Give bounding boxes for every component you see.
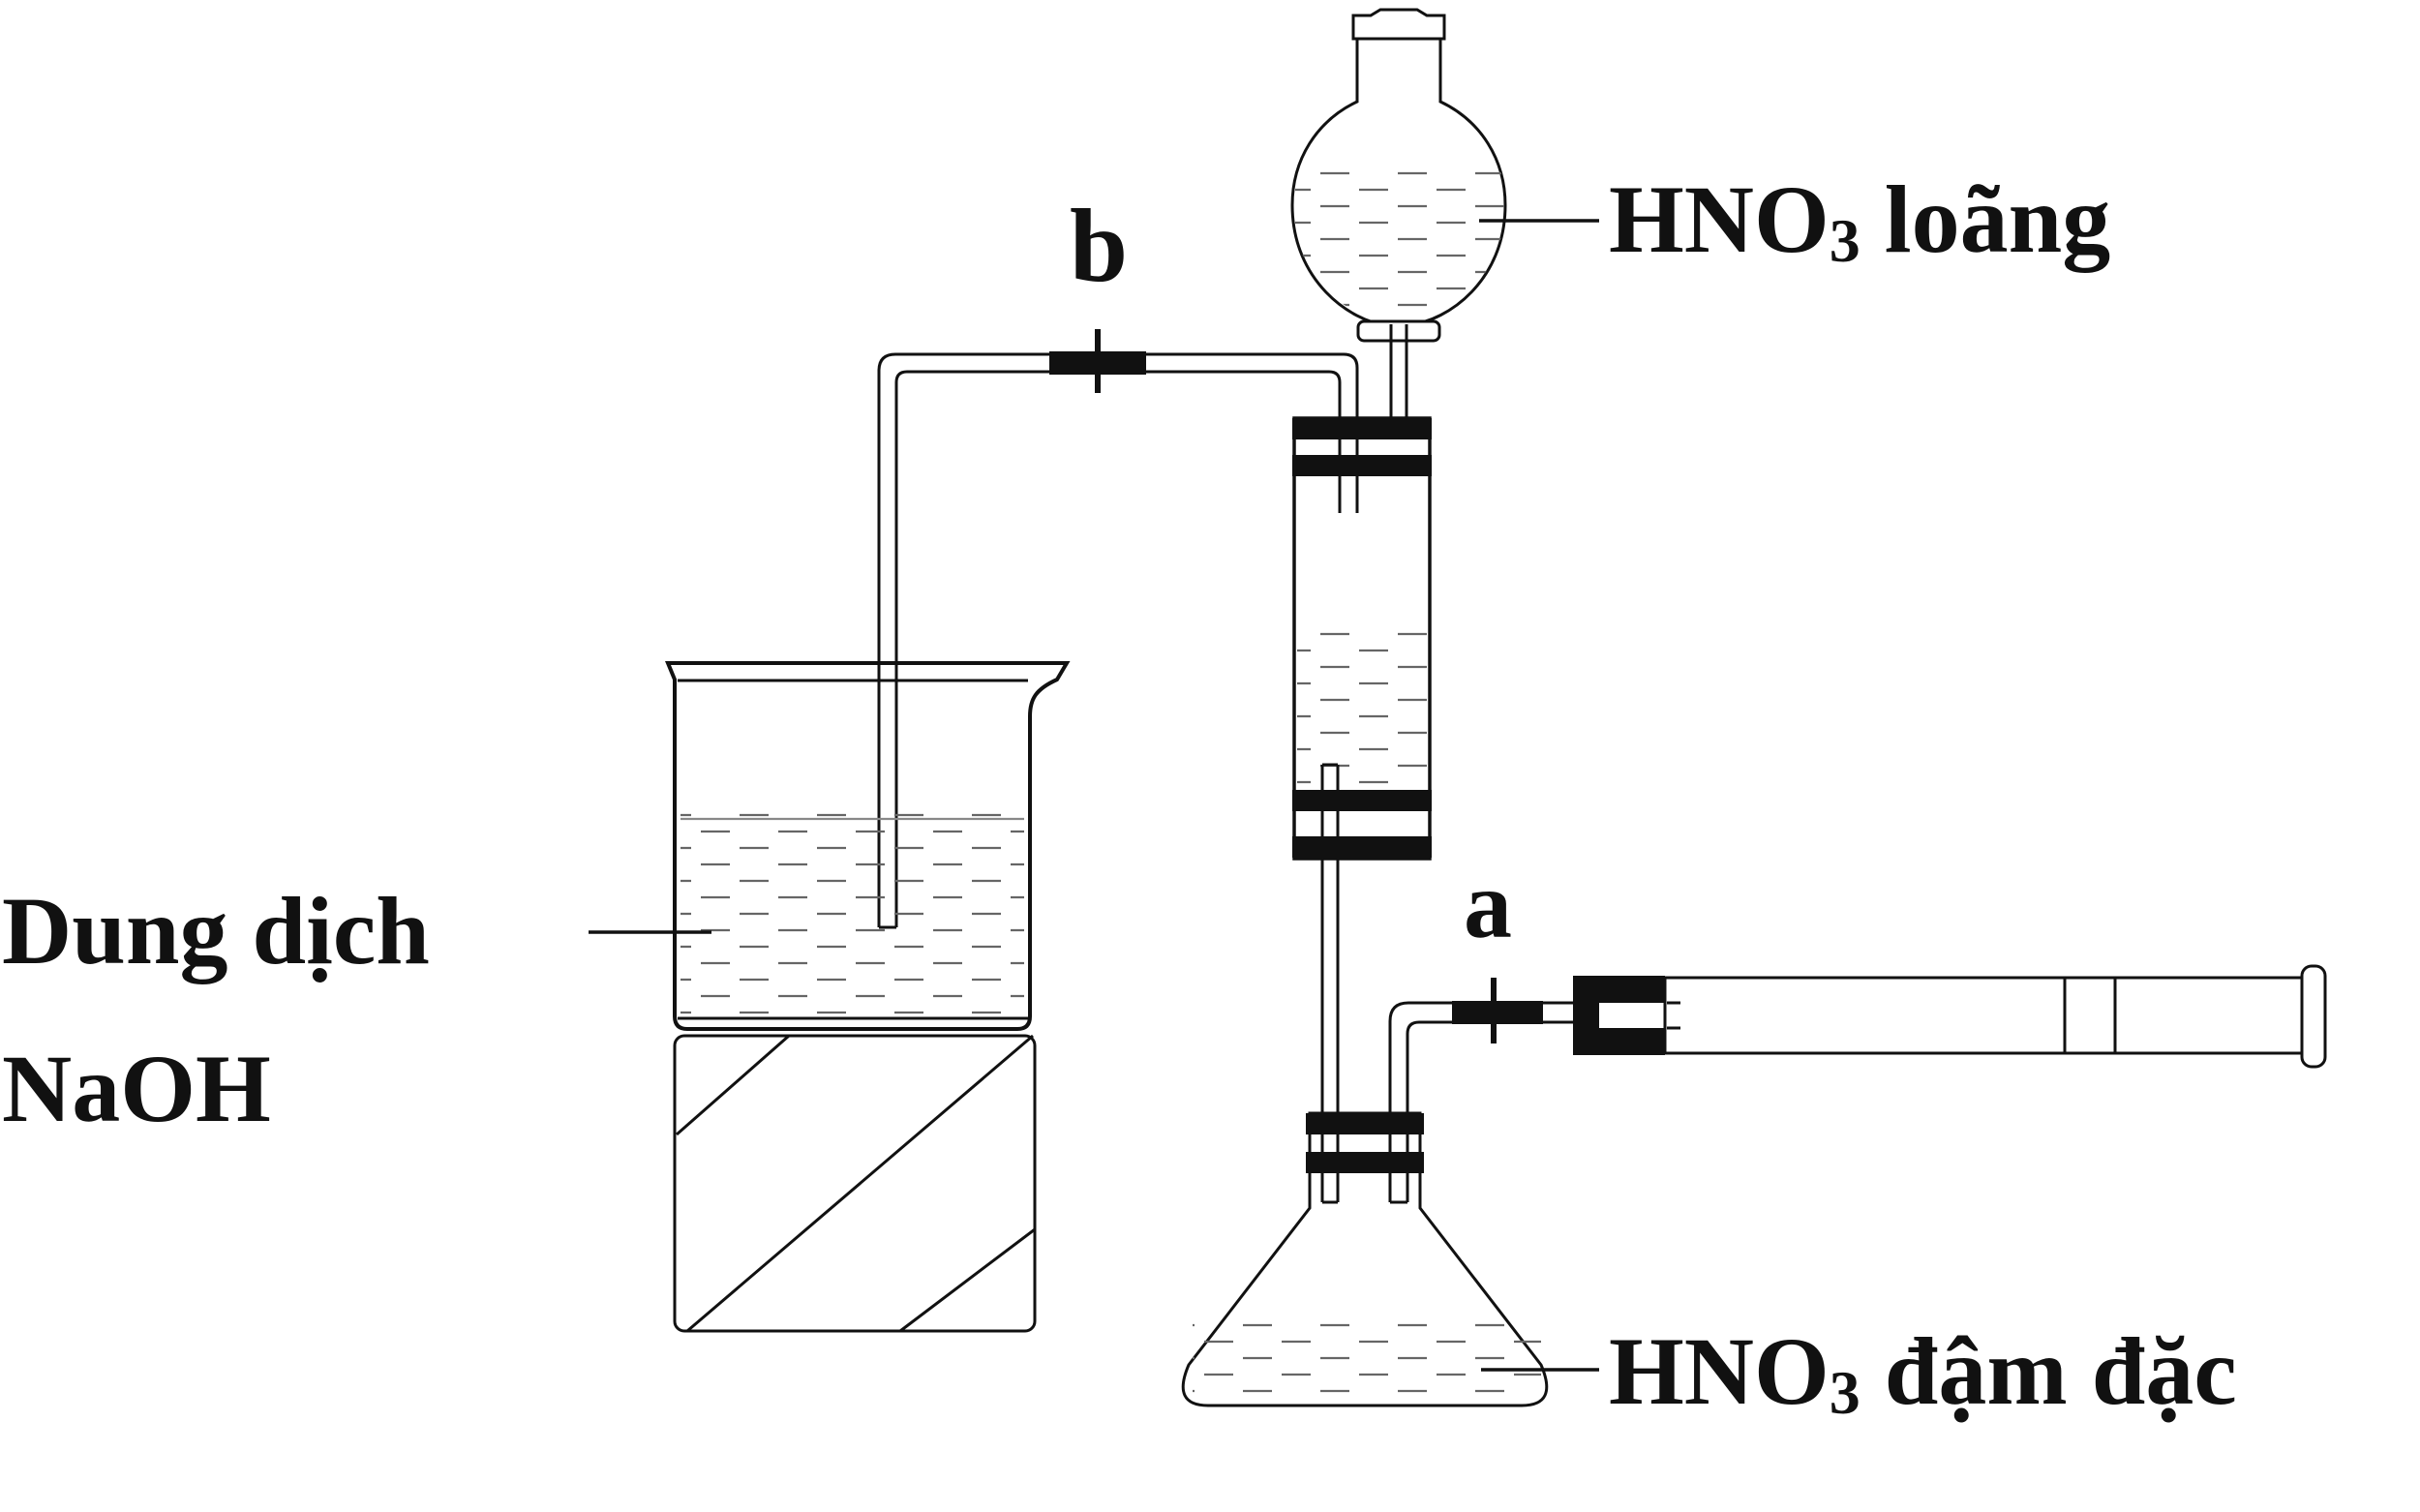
conical-flask [1181,1111,1599,1407]
delivery-tube-b [877,329,1359,929]
syringe-plunger-handle [2300,964,2327,1069]
flask-liquid [1193,1316,1541,1400]
label-naoh-line2: NaOH [2,1035,271,1142]
beaker-liquid [681,813,1024,1024]
beaker-glass [665,661,1071,1031]
delivery-tube-a [1388,978,1583,1204]
label-b: b [1070,189,1128,304]
flask-stopper-band-2 [1306,1152,1424,1173]
bottom-stopper-band-1 [1292,790,1432,811]
label-hno3-conc: HNO3 đậm đặc [1609,1317,2237,1427]
wash-tube-liquid [1297,620,1427,789]
bottom-stopper-band-2 [1292,836,1432,858]
separatory-funnel [1290,8,1599,568]
clamp-a [1491,978,1497,1043]
label-naoh-line1: Dung dịch [2,877,430,984]
wash-tube [1292,416,1432,861]
syringe [1573,964,2327,1069]
beaker [589,661,1071,1031]
clamp-b [1095,329,1101,393]
label-hno3-dilute: HNO3 loãng [1609,166,2110,275]
label-a: a [1464,851,1512,958]
funnel-liquid [1295,165,1504,321]
clamp-a-rubber [1452,1001,1543,1024]
top-stopper-band-2 [1292,455,1432,476]
flask-stopper-band-1 [1306,1113,1424,1134]
support-block [673,1034,1037,1333]
funnel-stopcock [1356,319,1441,343]
syringe-barrel [1663,976,2304,1055]
top-stopper-band-1 [1292,418,1432,439]
funnel-stopper [1351,8,1446,41]
